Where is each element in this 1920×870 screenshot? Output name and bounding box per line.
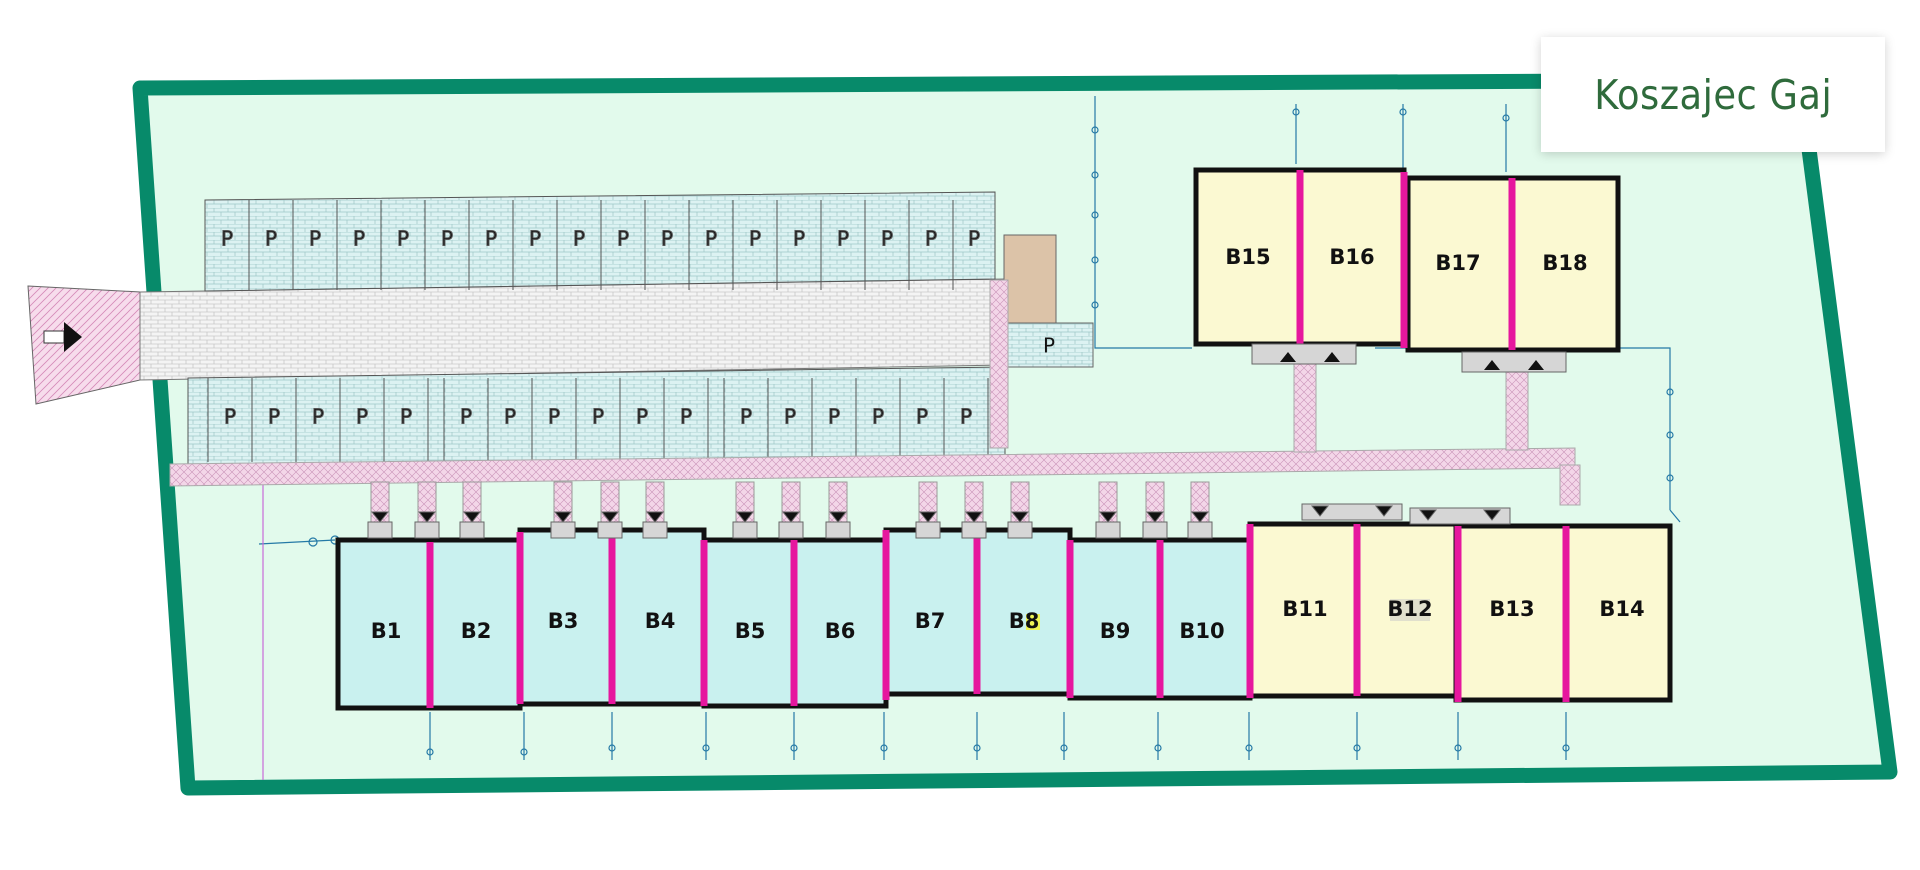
site-title: Koszajec Gaj [1594, 70, 1832, 119]
unit-label-b6[interactable]: B6 [825, 619, 856, 643]
parking-space-label: P [960, 405, 972, 429]
parking-space-label: P [740, 405, 752, 429]
parking-space-label: P [309, 227, 321, 251]
parking-space-label: P [828, 405, 840, 429]
parking-space-label: P [312, 405, 324, 429]
title-card: Koszajec Gaj [1541, 37, 1885, 152]
parking-space-label: P [529, 227, 541, 251]
parking-space-label: P [265, 227, 277, 251]
walkway-connector-east [1559, 464, 1581, 506]
parking-space-label: P [705, 227, 717, 251]
parking-space-label: P [573, 227, 585, 251]
entrance-arrow-icon [43, 322, 82, 352]
unit-label-b15[interactable]: B15 [1225, 245, 1270, 269]
unit-label-b16[interactable]: B16 [1329, 245, 1374, 269]
unit-label-b14[interactable]: B14 [1599, 597, 1644, 621]
unit-label-b10[interactable]: B10 [1179, 619, 1224, 643]
unit-label-b12[interactable]: B12 [1387, 597, 1432, 621]
parking-space-label: P [636, 405, 648, 429]
parking-space-label: P [400, 405, 412, 429]
parking-space-label: P [592, 405, 604, 429]
entrance-area [27, 285, 141, 405]
parking-space-label: P [784, 405, 796, 429]
parking-space-label: P [872, 405, 884, 429]
parking-space-label: P [504, 405, 516, 429]
unit-label-b11[interactable]: B11 [1282, 597, 1327, 621]
unit-label-b4[interactable]: B4 [645, 609, 676, 633]
parking-single-label: P [1043, 334, 1055, 358]
parking-space-label: P [617, 227, 629, 251]
parking-space-label: P [881, 227, 893, 251]
parking-space-label: P [397, 227, 409, 251]
parking-space-label: P [224, 405, 236, 429]
walkway-connector-left [989, 279, 1009, 449]
unit-label-b18[interactable]: B18 [1542, 251, 1587, 275]
unit-label-b2[interactable]: B2 [461, 619, 492, 643]
parking-space-label: P [485, 227, 497, 251]
parking-space-label: P [268, 405, 280, 429]
building-bottom [335, 481, 1673, 711]
parking-space-label: P [548, 405, 560, 429]
unit-label-b13[interactable]: B13 [1489, 597, 1534, 621]
parking-space-label: P [221, 227, 233, 251]
parking-space-label: P [968, 227, 980, 251]
utility-lines [258, 96, 1681, 780]
unit-label-b17[interactable]: B17 [1435, 251, 1480, 275]
parking-space-label: P [837, 227, 849, 251]
parking-space-label: P [793, 227, 805, 251]
driveway [139, 278, 1006, 381]
parking-space-label: P [441, 227, 453, 251]
unit-label-b7[interactable]: B7 [915, 609, 946, 633]
parking-space-label: P [353, 227, 365, 251]
walkway-connector-b15 [1293, 359, 1317, 453]
parking-space-single [1004, 322, 1094, 368]
parking-space-label: P [460, 405, 472, 429]
unit-label-b9[interactable]: B9 [1100, 619, 1131, 643]
unit-label-b5[interactable]: B5 [735, 619, 766, 643]
parking-space-label: P [661, 227, 673, 251]
parking-space-label: P [749, 227, 761, 251]
shed [1003, 234, 1057, 324]
unit-label-b8[interactable]: B8 [1009, 609, 1040, 633]
parking-space-label: P [356, 405, 368, 429]
parking-space-label: P [925, 227, 937, 251]
utility-nodes [308, 108, 1674, 756]
unit-label-b1[interactable]: B1 [371, 619, 402, 643]
parking-space-label: P [680, 405, 692, 429]
building-top [1193, 167, 1621, 373]
walkway-connector-b17 [1505, 361, 1529, 451]
parking-space-label: P [916, 405, 928, 429]
unit-label-b3[interactable]: B3 [548, 609, 579, 633]
